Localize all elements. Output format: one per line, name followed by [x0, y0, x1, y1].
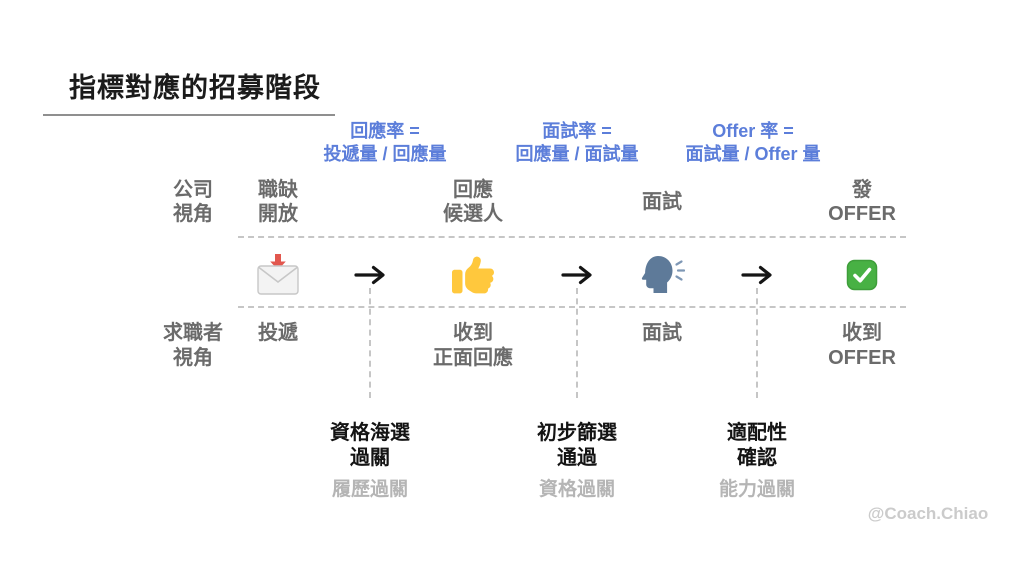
company-stage-interview: 面試: [642, 191, 682, 213]
dashed-stage-divider-2: [576, 288, 578, 398]
milestone-sub-text: 資格過關: [538, 479, 615, 500]
arrow-right-icon: [353, 264, 387, 286]
speaking-head-icon: [639, 254, 685, 296]
arrow-right-icon: [740, 264, 774, 286]
formula-offer-rate: Offer 率 = 面試量 / Offer 量: [685, 121, 821, 164]
formula-response-rate: 回應率 = 投遞量 / 回應量: [323, 121, 447, 164]
dashed-stage-divider-3: [756, 288, 758, 398]
dashed-divider-top: [238, 236, 906, 238]
thumbs-up-icon: [452, 254, 494, 296]
milestone-sub-text: 履歷過關: [331, 479, 408, 500]
dashed-divider-bottom: [238, 306, 906, 308]
job-seeker-perspective-label: 求職者 視角: [163, 322, 223, 369]
envelope-arrow-down-icon: [255, 253, 301, 297]
company-perspective-label: 公司 視角: [173, 179, 213, 225]
milestone-main-text: 初步篩選 通過: [537, 422, 617, 469]
company-stage-respond-candidates: 回應 候選人: [443, 179, 503, 225]
milestone-main-text: 適配性 確認: [727, 422, 787, 469]
job-seeker-stage-interview: 面試: [642, 322, 682, 344]
job-seeker-stage-receive-offer: 收到 OFFER: [828, 322, 896, 369]
milestone-sub-text: 能力過關: [718, 479, 795, 500]
dashed-stage-divider-1: [369, 288, 371, 398]
milestone-resume-screen: 資格海選 過關 履歷過關: [275, 421, 465, 501]
milestone-main-text: 資格海選 過關: [330, 422, 410, 469]
formula-interview-rate: 面試率 = 回應量 / 面試量: [515, 121, 639, 164]
job-seeker-stage-submit: 投遞: [258, 322, 298, 344]
company-stage-job-opened: 職缺 開放: [258, 179, 298, 225]
milestone-fit-confirmation: 適配性 確認 能力過關: [662, 421, 852, 501]
check-mark-icon: [846, 259, 878, 291]
arrow-right-icon: [560, 264, 594, 286]
watermark: @Coach.Chiao: [867, 504, 989, 523]
milestone-initial-screen: 初步篩選 通過 資格過關: [482, 421, 672, 501]
job-seeker-stage-positive-response: 收到 正面回應: [433, 322, 513, 369]
title-underline: [43, 114, 335, 116]
page-title: 指標對應的招募階段: [69, 73, 321, 103]
company-stage-send-offer: 發 OFFER: [828, 179, 896, 225]
